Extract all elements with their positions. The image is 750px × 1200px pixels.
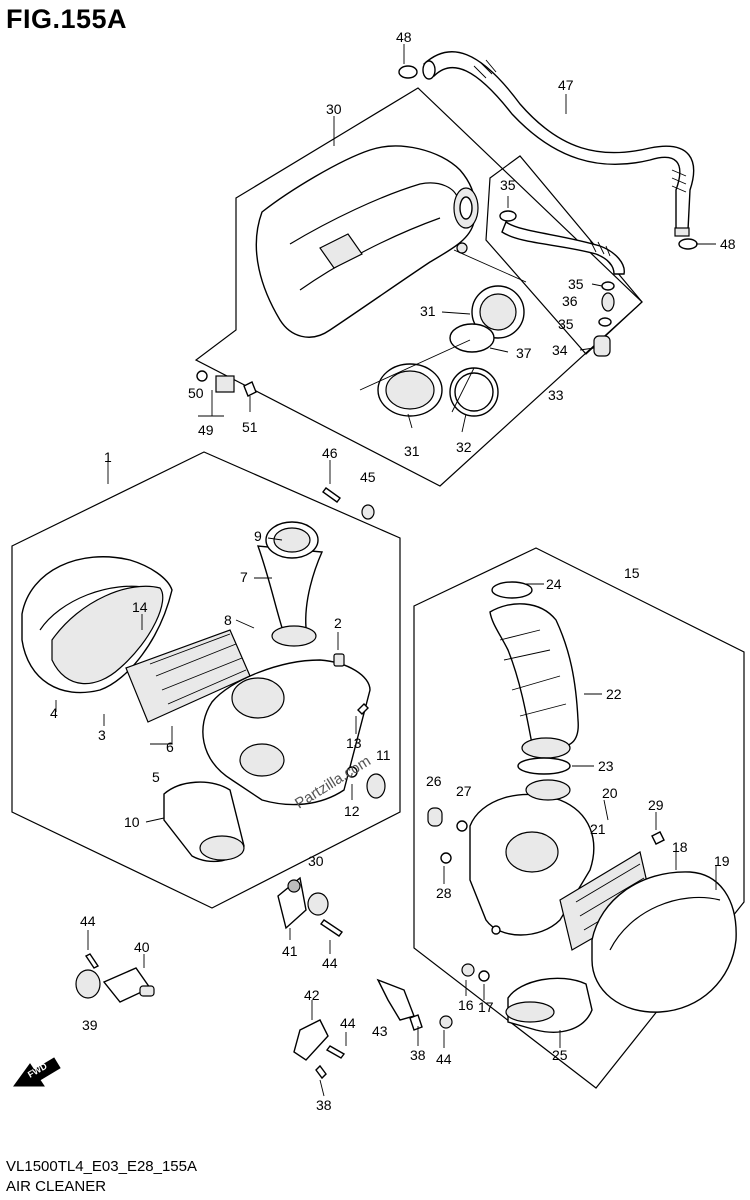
callout-35: 35 bbox=[568, 276, 584, 292]
callout-31: 31 bbox=[404, 443, 420, 459]
duct-clamp-lower bbox=[517, 757, 571, 775]
bracket-43 bbox=[376, 978, 453, 1031]
group-outline-pipe-33 bbox=[485, 155, 643, 355]
callout-27: 27 bbox=[456, 783, 472, 799]
crankcase-breather-pipe bbox=[499, 210, 625, 275]
callout-15: 15 bbox=[624, 565, 640, 581]
callout-20: 20 bbox=[602, 785, 618, 801]
callout-4: 4 bbox=[50, 705, 58, 721]
callout-1: 1 bbox=[104, 449, 112, 465]
small-fasteners-left bbox=[322, 487, 386, 799]
callout-34: 34 bbox=[552, 342, 568, 358]
callout-2: 2 bbox=[334, 615, 342, 631]
callout-9: 9 bbox=[254, 528, 262, 544]
intake-duct-left bbox=[256, 521, 324, 647]
callout-47: 47 bbox=[558, 77, 574, 93]
callout-35: 35 bbox=[558, 316, 574, 332]
callout-44: 44 bbox=[80, 913, 96, 929]
callout-33: 33 bbox=[548, 387, 564, 403]
callout-48: 48 bbox=[720, 236, 736, 252]
outlet-duct-right bbox=[505, 977, 593, 1033]
callout-11: 11 bbox=[376, 747, 391, 763]
callout-45: 45 bbox=[360, 469, 376, 485]
callout-19: 19 bbox=[714, 853, 730, 869]
air-cleaner-cover-right bbox=[591, 871, 737, 1013]
callout-7: 7 bbox=[240, 569, 248, 585]
air-cleaner-gasket bbox=[51, 585, 164, 685]
callout-38: 38 bbox=[410, 1047, 426, 1063]
small-fasteners-right bbox=[427, 807, 665, 982]
callout-36: 36 bbox=[562, 293, 578, 309]
outlet-duct-left bbox=[163, 781, 245, 863]
air-box-housing bbox=[255, 145, 479, 338]
callout-39: 39 bbox=[82, 1017, 98, 1033]
hose-clamp-top bbox=[398, 65, 418, 79]
leader-lines bbox=[55, 44, 717, 1097]
callout-48: 48 bbox=[396, 29, 412, 45]
callout-18: 18 bbox=[672, 839, 688, 855]
callout-14: 14 bbox=[132, 599, 148, 615]
callout-10: 10 bbox=[124, 814, 140, 830]
callout-26: 26 bbox=[426, 773, 442, 789]
group-outline-cleaner-15 bbox=[413, 547, 745, 1089]
callout-3: 3 bbox=[98, 727, 106, 743]
callout-12: 12 bbox=[344, 803, 360, 819]
callout-6: 6 bbox=[166, 739, 174, 755]
callout-44: 44 bbox=[322, 955, 338, 971]
callout-22: 22 bbox=[606, 686, 622, 702]
intake-duct-right bbox=[489, 581, 579, 759]
figure-title: FIG.155A bbox=[6, 4, 128, 34]
callout-49: 49 bbox=[198, 422, 214, 438]
bracket-40 bbox=[75, 953, 155, 1003]
callout-16: 16 bbox=[458, 997, 474, 1013]
callout-51: 51 bbox=[242, 419, 258, 435]
callout-17: 17 bbox=[478, 999, 494, 1015]
callout-35: 35 bbox=[500, 177, 516, 193]
callout-46: 46 bbox=[322, 445, 338, 461]
callout-44: 44 bbox=[340, 1015, 356, 1031]
callout-43: 43 bbox=[372, 1023, 388, 1039]
callout-30: 30 bbox=[308, 853, 324, 869]
assembly-guideline bbox=[359, 249, 527, 413]
callout-32: 32 bbox=[456, 439, 472, 455]
callout-28: 28 bbox=[436, 885, 452, 901]
callout-30: 30 bbox=[326, 101, 342, 117]
intake-rings bbox=[377, 285, 525, 417]
group-outline-air-box-30 bbox=[194, 87, 643, 487]
callout-44: 44 bbox=[436, 1051, 452, 1067]
callout-50: 50 bbox=[188, 385, 204, 401]
callout-23: 23 bbox=[598, 758, 614, 774]
callout-41: 41 bbox=[282, 943, 298, 959]
callout-labels: 48 47 48 30 35 35 36 35 34 33 31 37 31 3… bbox=[50, 29, 736, 1113]
air-filter-element bbox=[125, 629, 251, 723]
breather-clamps bbox=[593, 281, 615, 357]
hose-clamp-right bbox=[678, 238, 698, 250]
diagram-subtitle: AIR CLEANER bbox=[6, 1178, 107, 1195]
bracket-41 bbox=[277, 876, 329, 930]
callout-37: 37 bbox=[516, 345, 532, 361]
callout-5: 5 bbox=[152, 769, 160, 785]
callout-38: 38 bbox=[316, 1097, 332, 1113]
bolt-44-middle bbox=[319, 919, 344, 937]
callout-13: 13 bbox=[346, 735, 362, 751]
fwd-arrow-icon: FWD bbox=[13, 1057, 61, 1087]
callout-25: 25 bbox=[552, 1047, 568, 1063]
callout-21: 21 bbox=[590, 821, 606, 837]
callout-42: 42 bbox=[304, 987, 320, 1003]
group-outline-cleaner-1 bbox=[11, 451, 401, 909]
callout-8: 8 bbox=[224, 612, 232, 628]
mounting-bolt-set bbox=[196, 370, 257, 397]
callout-24: 24 bbox=[546, 576, 562, 592]
callout-29: 29 bbox=[648, 797, 664, 813]
air-cleaner-case bbox=[202, 659, 371, 806]
model-code: VL1500TL4_E03_E28_155A bbox=[6, 1158, 198, 1175]
callout-31: 31 bbox=[420, 303, 436, 319]
bracket-42 bbox=[293, 1019, 346, 1080]
callout-40: 40 bbox=[134, 939, 150, 955]
vent-hose bbox=[422, 51, 695, 237]
